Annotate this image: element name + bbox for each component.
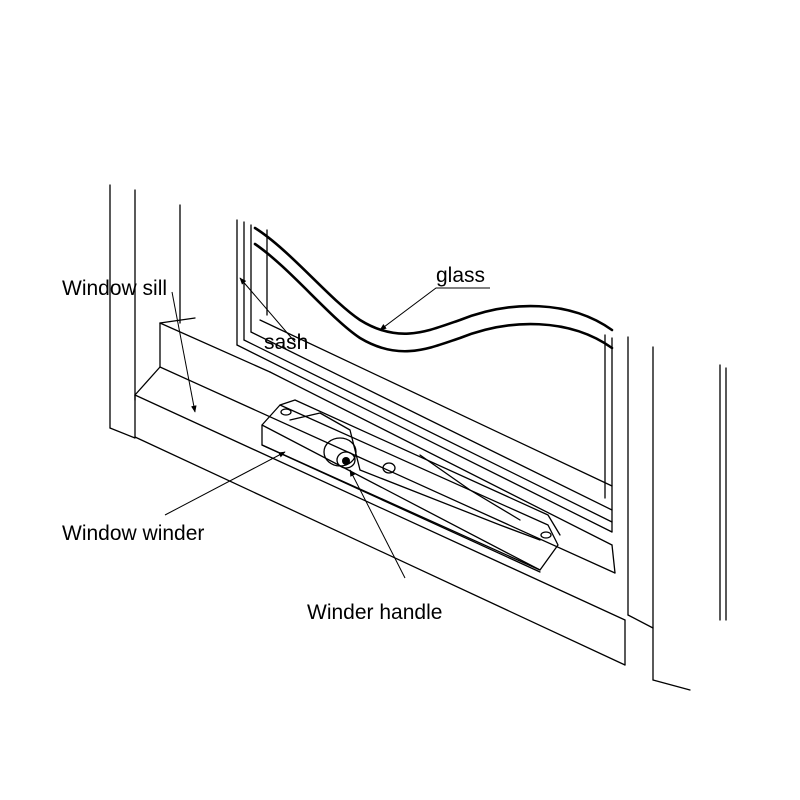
window-sill-leader — [171, 291, 197, 413]
screw-hole-icon — [382, 462, 396, 474]
screw-hole-icon — [280, 408, 292, 416]
window-winder-label: Window winder — [62, 522, 204, 545]
left-frame-jamb — [109, 184, 181, 439]
winder-handle-leader — [349, 469, 406, 579]
window-sill-label: Window sill — [62, 277, 167, 300]
sash-frame — [236, 219, 616, 574]
glass-break-lines — [253, 226, 614, 353]
winder-handle-label: Winder handle — [307, 601, 442, 624]
window-sill-shape — [134, 317, 626, 666]
glass-label: glass — [436, 264, 485, 287]
glass-leader — [379, 287, 490, 331]
winder-handle-knob[interactable] — [336, 451, 356, 469]
window-winder-body — [261, 399, 561, 573]
leader-lines — [164, 277, 490, 579]
screw-hole-icon — [540, 531, 552, 539]
right-frame-jamb — [627, 336, 727, 691]
sash-label: sash — [264, 331, 308, 354]
sash-leader — [239, 277, 296, 343]
window-winder-leader — [164, 451, 286, 516]
